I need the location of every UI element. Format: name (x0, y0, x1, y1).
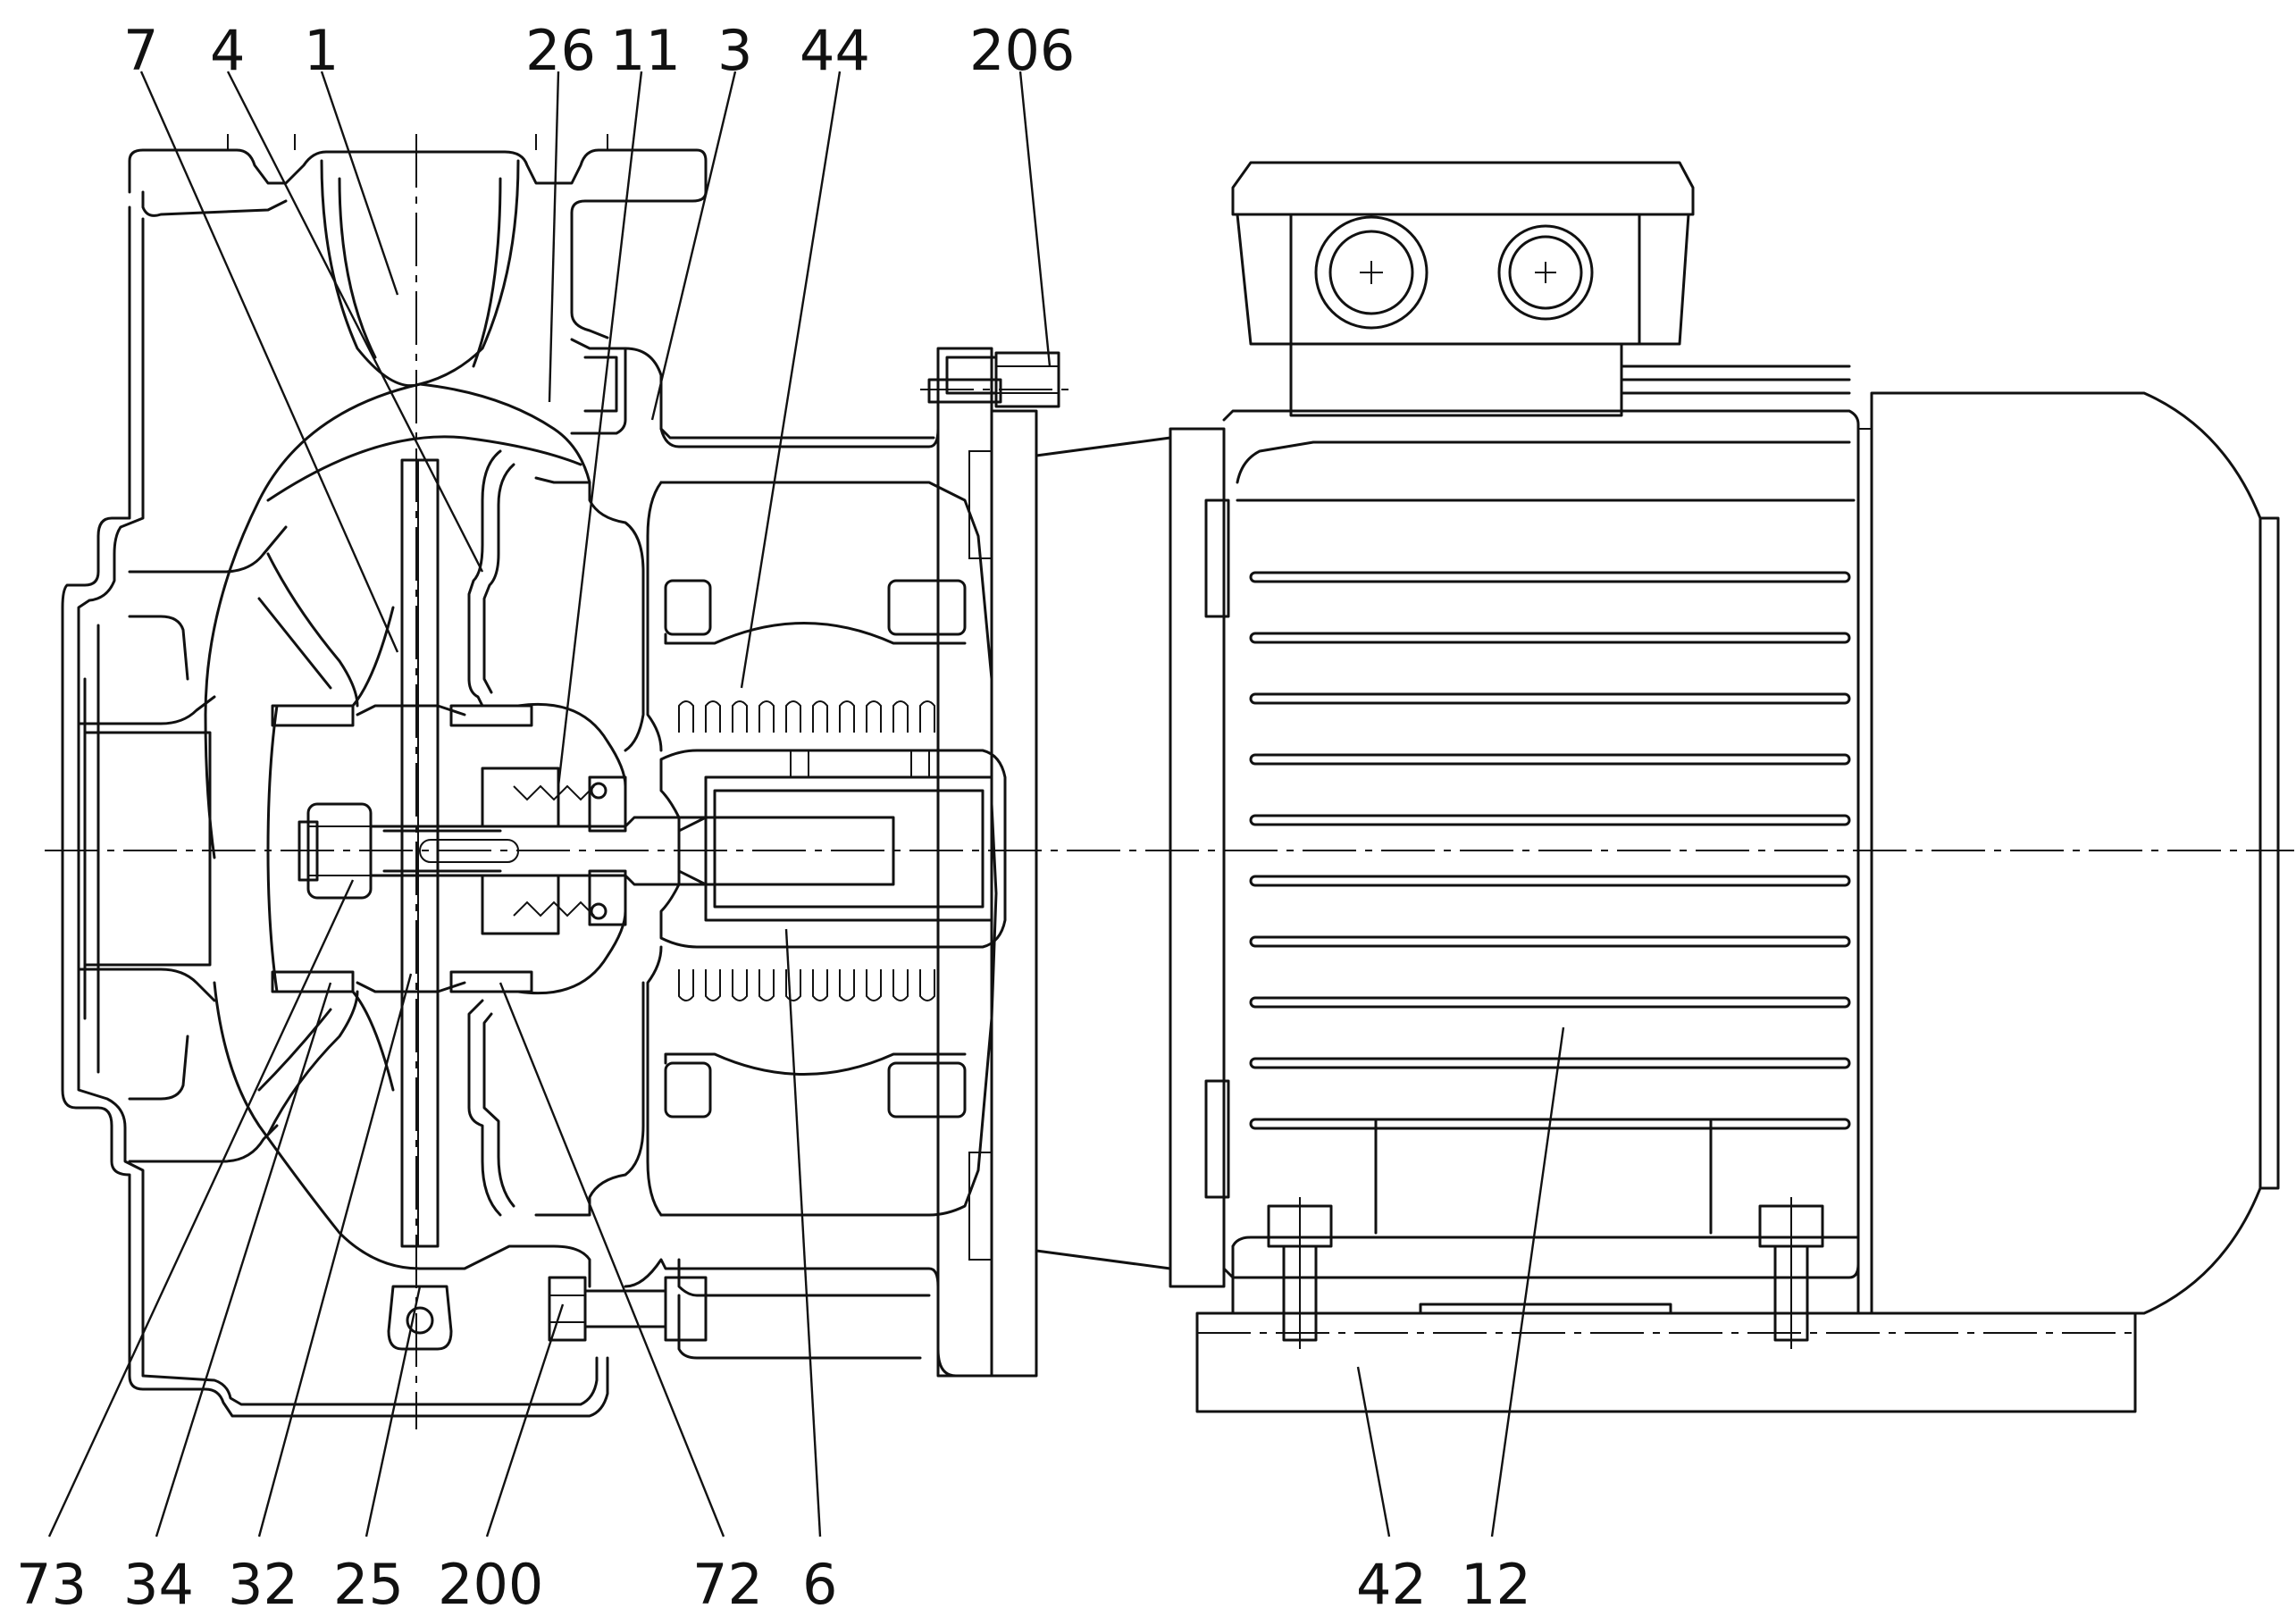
callout-32: 32 (228, 1552, 298, 1617)
pump-casing (61, 134, 708, 1418)
callout-1: 1 (304, 18, 339, 83)
callout-26: 26 (525, 18, 596, 83)
callout-42: 42 (1356, 1552, 1427, 1617)
impeller (257, 458, 533, 1248)
bracket-bolt-top (927, 351, 1060, 408)
callout-labels-top: 7 4 1 26 11 3 44 206 (123, 18, 1075, 83)
callout-12: 12 (1461, 1552, 1531, 1617)
coupling-sleeve (704, 775, 993, 922)
fan-cover (1858, 391, 2280, 1315)
callout-11: 11 (610, 18, 681, 83)
callout-25: 25 (333, 1552, 404, 1617)
callout-leaders (47, 71, 1565, 1537)
motor (1035, 161, 2280, 1315)
base-plate (1195, 1197, 2137, 1413)
callout-200: 200 (438, 1552, 543, 1617)
callout-73: 73 (16, 1552, 87, 1617)
callout-34: 34 (123, 1552, 194, 1617)
callout-72: 72 (692, 1552, 763, 1617)
callout-labels-bottom: 73 34 32 25 200 72 6 42 12 (16, 1552, 1531, 1617)
callout-44: 44 (800, 18, 870, 83)
callout-6: 6 (802, 1552, 837, 1617)
callout-7: 7 (123, 18, 158, 83)
cable-gland-2 (1497, 224, 1594, 321)
callout-206: 206 (969, 18, 1075, 83)
terminal-box (1231, 161, 1851, 417)
cable-gland-1 (1314, 215, 1429, 330)
drain-plug (387, 1285, 453, 1351)
shaft-and-seal (297, 702, 895, 995)
callout-3: 3 (717, 18, 752, 83)
coupling-guard-slots (678, 700, 935, 1001)
bearing-bracket (624, 347, 1038, 1378)
callout-4: 4 (210, 18, 245, 83)
